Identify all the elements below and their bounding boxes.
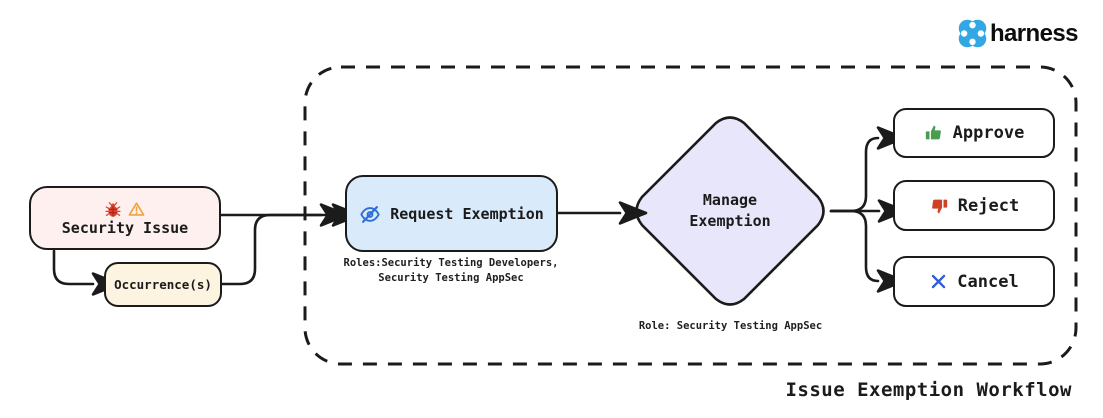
manage-exemption-role-note: Role: Security Testing AppSec [638, 320, 823, 332]
occurrences-node: Occurrence(s) [104, 262, 222, 307]
reject-node: Reject [893, 180, 1055, 231]
security-issue-label: Security Issue [61, 218, 189, 237]
brand-name: harness [990, 19, 1078, 47]
approve-node: Approve [893, 108, 1055, 158]
harness-logo-icon [957, 18, 988, 49]
arrow-occurrence-to-request [220, 203, 349, 286]
thumbs-down-icon [929, 196, 949, 216]
cancel-node: Cancel [893, 256, 1055, 307]
security-issue-icons [105, 200, 145, 218]
workflow-title: Issue Exemption Workflow [785, 379, 1072, 401]
manage-exemption-label: Manage Exemption [650, 190, 810, 232]
request-exemption-node: Request Exemption [345, 175, 558, 252]
roles-note-line1: Roles:Security Testing Developers, [343, 257, 559, 269]
security-issue-node: Security Issue [29, 186, 221, 250]
manage-exemption-label-line1: Manage [702, 191, 758, 209]
approve-label: Approve [952, 123, 1025, 143]
x-icon [929, 272, 948, 291]
arrow-manage-to-approve [829, 126, 906, 213]
thumbs-up-icon [924, 123, 944, 143]
request-exemption-roles-note: Roles:Security Testing Developers, Secur… [321, 256, 581, 286]
bug-icon [105, 201, 121, 217]
cancel-label: Cancel [957, 271, 1019, 292]
manage-exemption-label-line2: Exemption [689, 212, 771, 230]
arrow-manage-to-cancel [829, 209, 906, 293]
occurrences-label: Occurrence(s) [114, 277, 212, 292]
warning-icon [128, 201, 145, 217]
arrow-security-to-occurrence [52, 249, 121, 296]
eye-off-icon [359, 203, 381, 225]
request-exemption-label: Request Exemption [390, 204, 544, 223]
reject-label: Reject [957, 195, 1020, 216]
brand-logo: harness [957, 18, 1078, 49]
roles-note-line2: Security Testing AppSec [378, 272, 524, 284]
